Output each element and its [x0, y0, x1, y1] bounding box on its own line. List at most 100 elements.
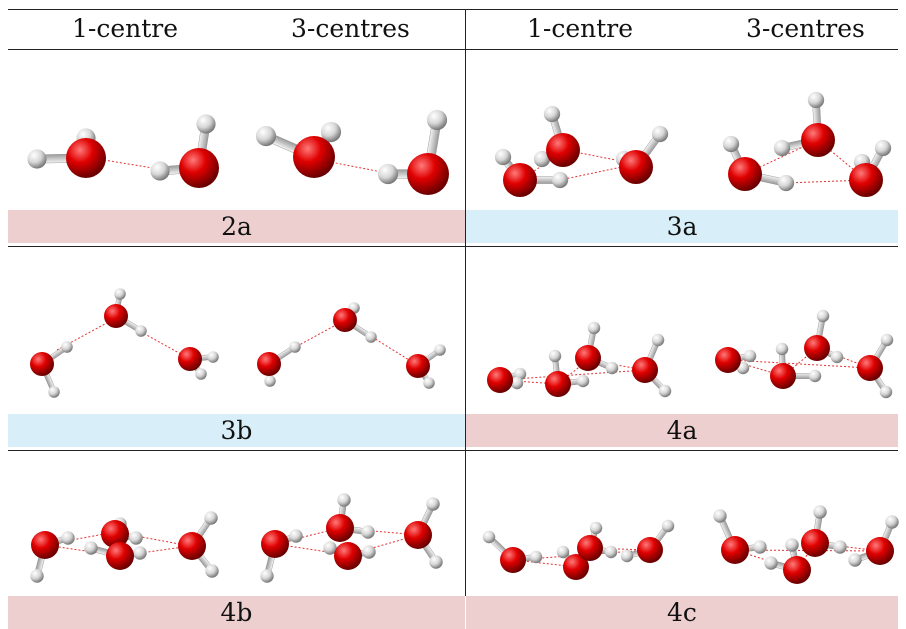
- hydrogen-atom: [879, 385, 893, 399]
- hydrogen-atom: [543, 105, 561, 123]
- hydrogen-atom: [651, 333, 665, 347]
- hydrogen-atom: [133, 546, 147, 560]
- hydrogen-atom: [362, 545, 376, 559]
- hydrogen-atom: [289, 529, 303, 543]
- hydrogen-atom: [361, 525, 375, 539]
- hydrogen-atom: [576, 374, 590, 388]
- hydrogen-bond: [729, 359, 871, 369]
- hydrogen-atom: [587, 321, 601, 335]
- oxygen-atom: [783, 556, 811, 584]
- hydrogen-atom: [807, 91, 825, 109]
- hydrogen-atom: [365, 331, 377, 343]
- hydrogen-atom: [494, 148, 512, 166]
- oxygen-atom: [575, 345, 601, 371]
- hydrogen-atom: [377, 163, 399, 185]
- hydrogen-atom: [773, 139, 791, 157]
- hydrogen-atom: [207, 351, 219, 363]
- oxygen-atom: [728, 157, 762, 191]
- oxygen-atom: [406, 354, 430, 378]
- hydrogen-atom: [753, 540, 767, 554]
- hydrogen-atom: [426, 497, 440, 511]
- hydrogen-atom: [533, 150, 551, 168]
- label-4b: 4b: [8, 596, 465, 629]
- oxygen-atom: [866, 537, 894, 565]
- hydrogen-atom: [61, 531, 75, 545]
- hydrogen-atom: [713, 509, 727, 523]
- oxygen-atom: [404, 521, 432, 549]
- label-2a: 2a: [8, 210, 465, 243]
- atoms: [27, 91, 899, 584]
- hydrogen-atom: [833, 540, 847, 554]
- hydrogen-atom: [651, 125, 669, 143]
- oxygen-atom: [545, 371, 571, 397]
- oxygen-atom: [801, 123, 835, 157]
- oxygen-atom: [101, 520, 129, 548]
- hydrogen-bond: [56, 317, 117, 351]
- header-left-3-centres: 3-centres: [291, 14, 410, 43]
- hydrogen-atom: [556, 545, 570, 559]
- oxygen-atom: [546, 133, 580, 167]
- hydrogen-atom: [529, 550, 543, 564]
- oxygen-atom: [637, 537, 663, 563]
- header-right-1-centre: 1-centre: [527, 14, 634, 43]
- label-4a: 4a: [466, 414, 898, 447]
- oxygen-atom: [804, 335, 830, 361]
- hydrogen-atom: [260, 569, 274, 583]
- hydrogen-atom: [874, 139, 892, 157]
- hydrogen-atom: [764, 556, 778, 570]
- hydrogen-atom: [255, 125, 277, 147]
- oxygen-atom: [407, 153, 449, 195]
- hydrogen-atom: [27, 149, 47, 169]
- hydrogen-atom: [337, 493, 351, 507]
- oxygen-atom: [563, 554, 589, 580]
- hydrogen-atom: [482, 530, 496, 544]
- hydrogen-atom: [848, 553, 862, 567]
- hydrogen-atom: [551, 171, 569, 189]
- oxygen-atom: [178, 347, 202, 371]
- hydrogen-atom: [135, 325, 147, 337]
- hydrogen-atom: [61, 341, 73, 353]
- oxygen-atom: [333, 308, 357, 332]
- oxygen-atom: [326, 514, 354, 542]
- header-rule: [8, 49, 898, 50]
- table-top-rule: [8, 9, 898, 10]
- oxygen-atom: [857, 355, 883, 381]
- hydrogen-atom: [885, 515, 899, 529]
- hydrogen-atom: [48, 386, 60, 398]
- oxygen-atom: [577, 535, 603, 561]
- oxygen-atom: [66, 138, 106, 178]
- oxygen-atom: [849, 163, 883, 197]
- hydrogen-atom: [816, 309, 830, 323]
- hydrogen-atom: [426, 109, 448, 131]
- row2-rule: [8, 450, 898, 451]
- hydrogen-atom: [30, 569, 44, 583]
- oxygen-atom: [31, 531, 59, 559]
- hydrogen-atom: [808, 369, 822, 383]
- oxygen-atom: [487, 367, 513, 393]
- hydrogen-atom: [880, 333, 894, 347]
- oxygen-atom: [261, 530, 289, 558]
- label-4c: 4c: [466, 596, 898, 629]
- oxygen-atom: [715, 347, 741, 373]
- hydrogen-atom: [743, 349, 757, 363]
- hydrogen-atom: [777, 174, 795, 192]
- hydrogen-atom: [548, 349, 562, 363]
- oxygen-atom: [30, 352, 54, 376]
- header-left-1-centre: 1-centre: [72, 14, 179, 43]
- hydrogen-atom: [589, 521, 603, 535]
- oxygen-atom: [104, 304, 128, 328]
- hydrogen-atom: [775, 342, 789, 356]
- hydrogen-bond: [274, 527, 341, 545]
- hydrogen-atom: [423, 377, 435, 389]
- hydrogen-atom: [150, 161, 170, 181]
- hydrogen-atom: [785, 538, 799, 552]
- oxygen-atom: [619, 150, 653, 184]
- hydrogen-atom: [84, 541, 98, 555]
- hydrogen-atom: [264, 375, 276, 387]
- hydrogen-atom: [510, 376, 524, 390]
- hydrogen-atom: [323, 541, 337, 555]
- hydrogen-atom: [289, 341, 301, 353]
- hydrogen-atom: [620, 549, 634, 563]
- oxygen-atom: [632, 357, 658, 383]
